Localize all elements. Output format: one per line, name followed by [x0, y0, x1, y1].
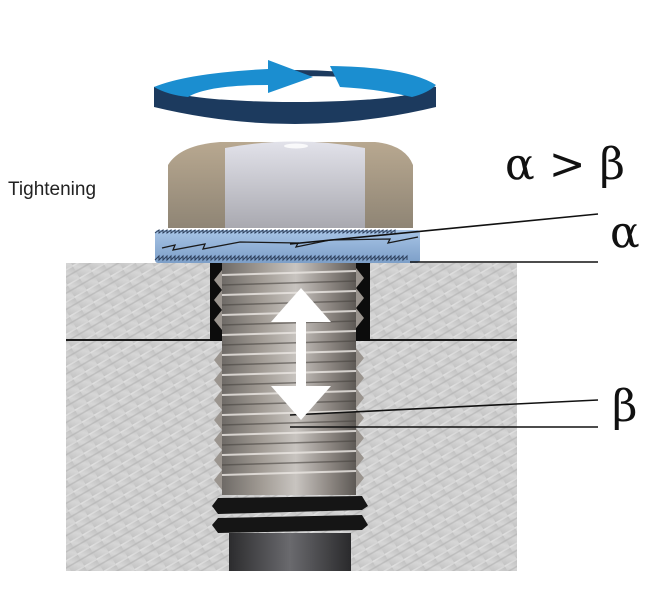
double-arrow-icon: [268, 288, 334, 420]
alpha-greater-beta-label: α > β: [505, 139, 625, 190]
rotation-arrow-icon: [148, 45, 443, 125]
alpha-label: α: [610, 207, 640, 258]
beta-label: β: [612, 381, 638, 432]
tightening-label: Tightening: [8, 179, 97, 200]
